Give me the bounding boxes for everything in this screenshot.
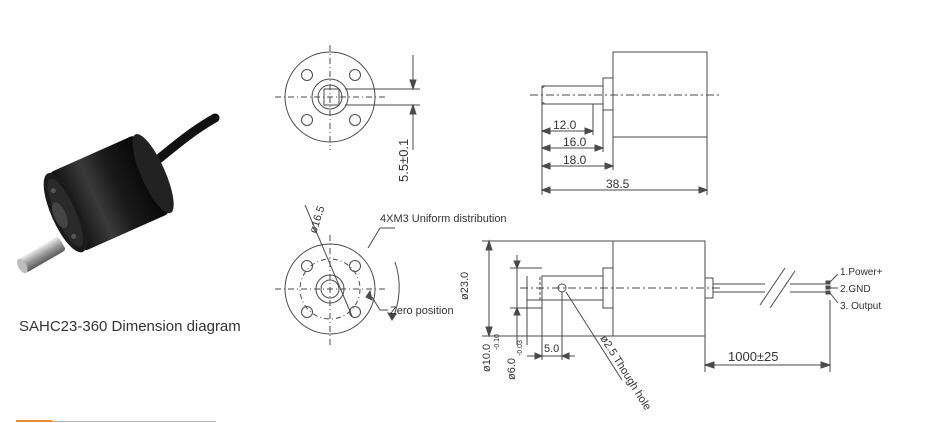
label-dim-6-tol: -0.03 [517,340,524,356]
label-dim-5-5: 5.5±0.1 [396,139,411,182]
label-thread-hole: 4XM3 Uniform distribution [380,213,507,225]
label-dim-23: ø23.0 [459,272,471,300]
label-dim-10: ø10.0 [481,344,493,372]
label-dim-38-5: 38.5 [606,177,630,191]
footer-divider [16,421,216,422]
label-cable-length: 1000±25 [728,349,779,364]
front-view-bottom [275,204,400,345]
wire-label-output: 3. Output [840,301,881,312]
label-dim-12: 12.0 [553,118,577,132]
front-view-top [275,45,420,150]
label-zero-position: Zero position [390,305,454,317]
label-dim-16: 16.0 [563,135,587,149]
label-through-hole: ø2.5 Though hole [597,333,653,412]
label-dim-5: 5.0 [544,343,559,355]
footer-accent-bar [16,420,52,422]
label-dim-10-tol: -0.10 [494,334,501,350]
label-dim-18: 18.0 [563,153,587,167]
wire-label-gnd: 2.GND [840,284,871,295]
diagram-caption: SAHC23-360 Dimension diagram [19,318,241,335]
section-view-bottom [482,239,839,381]
wire-label-power: 1.Power+ [840,267,883,278]
label-dim-6: ø6.0 [506,358,518,380]
label-pcd: ø16.5 [307,204,327,234]
side-view-top [530,51,720,195]
